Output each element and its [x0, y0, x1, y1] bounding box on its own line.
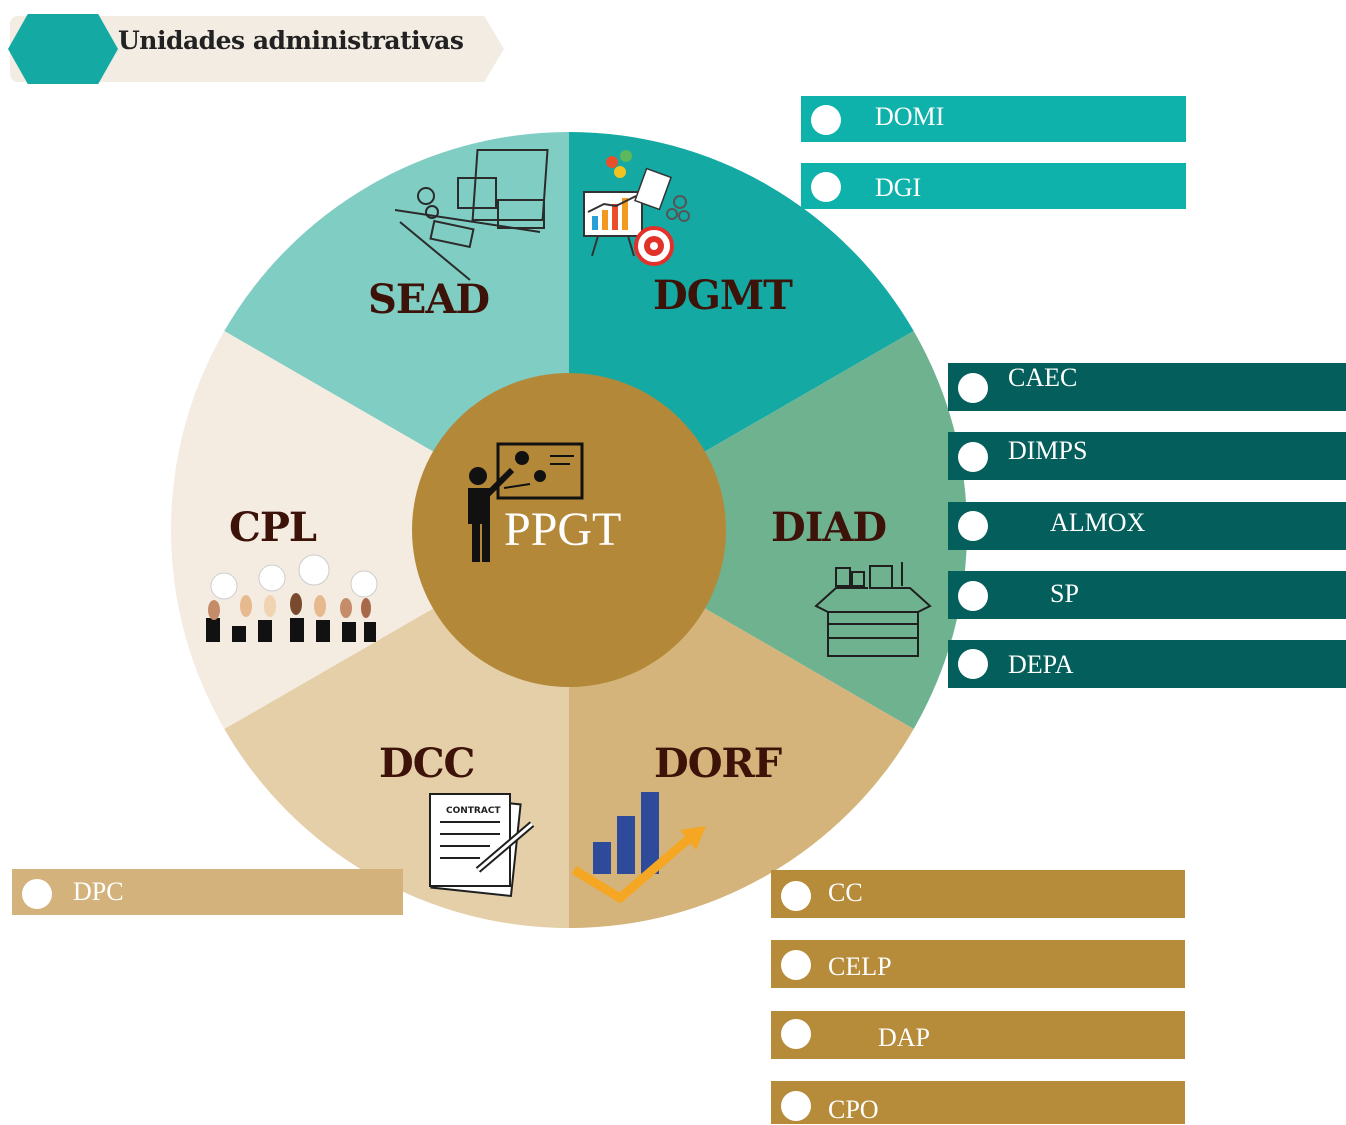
computer-desk-icon: [394, 149, 549, 281]
strategy-board-icon: [583, 150, 690, 266]
contract-icon: CONTRACT: [429, 793, 535, 898]
segment-label-sead: SEAD: [368, 276, 490, 323]
raised-hands-icon: [206, 554, 378, 642]
segment-label-cpl: CPL: [229, 504, 317, 551]
tag-label: CC: [828, 878, 863, 907]
header-hexagon-icon: [8, 14, 118, 84]
tag-dpc: DPC: [12, 869, 403, 915]
tag-dap: DAP: [771, 1011, 1185, 1059]
bullet-icon: [958, 649, 988, 679]
tag-label: DGI: [875, 173, 922, 202]
tag-label: SP: [1050, 579, 1079, 608]
tag-cpo: CPO: [771, 1081, 1185, 1124]
tag-dimps: DIMPS: [948, 432, 1346, 480]
center-circle: [412, 373, 726, 687]
bullet-icon: [958, 442, 988, 472]
bullet-icon: [958, 373, 988, 403]
tag-label: CPO: [828, 1095, 879, 1124]
bullet-icon: [781, 881, 811, 911]
tag-label: DOMI: [875, 102, 945, 131]
tag-celp: CELP: [771, 940, 1185, 988]
tag-caec: CAEC: [948, 363, 1346, 411]
tag-label: ALMOX: [1050, 508, 1146, 537]
segment-label-dcc: DCC: [379, 740, 475, 787]
center-label: PPGT: [504, 503, 622, 556]
bullet-icon: [781, 950, 811, 980]
tag-domi: DOMI: [801, 96, 1186, 142]
svg-text:CONTRACT: CONTRACT: [446, 806, 501, 816]
tag-label: DAP: [878, 1023, 931, 1052]
tag-depa: DEPA: [948, 640, 1346, 688]
bullet-icon: [811, 172, 841, 202]
tag-label: DIMPS: [1008, 436, 1088, 465]
tag-sp: SP: [948, 571, 1346, 619]
bullet-icon: [958, 581, 988, 611]
supply-box-icon: [814, 562, 932, 657]
tag-label: DEPA: [1008, 650, 1074, 679]
bullet-icon: [811, 105, 841, 135]
tag-label: CELP: [828, 952, 892, 981]
segment-label-diad: DIAD: [771, 504, 887, 551]
segment-diad: [569, 331, 968, 729]
page-title: Unidades administrativas: [118, 26, 464, 55]
tag-label: DPC: [73, 877, 124, 906]
tag-dgi: DGI: [801, 163, 1186, 209]
bullet-icon: [781, 1019, 811, 1049]
bullet-icon: [958, 511, 988, 541]
presenter-icon: [468, 442, 584, 562]
tag-label: CAEC: [1008, 363, 1078, 392]
segment-label-dorf: DORF: [654, 740, 782, 787]
tag-cc: CC: [771, 870, 1185, 918]
growth-chart-icon: [571, 792, 706, 904]
tag-almox: ALMOX: [948, 502, 1346, 550]
bullet-icon: [781, 1091, 811, 1121]
bullet-icon: [22, 879, 52, 909]
segment-label-dgmt: DGMT: [653, 272, 793, 319]
